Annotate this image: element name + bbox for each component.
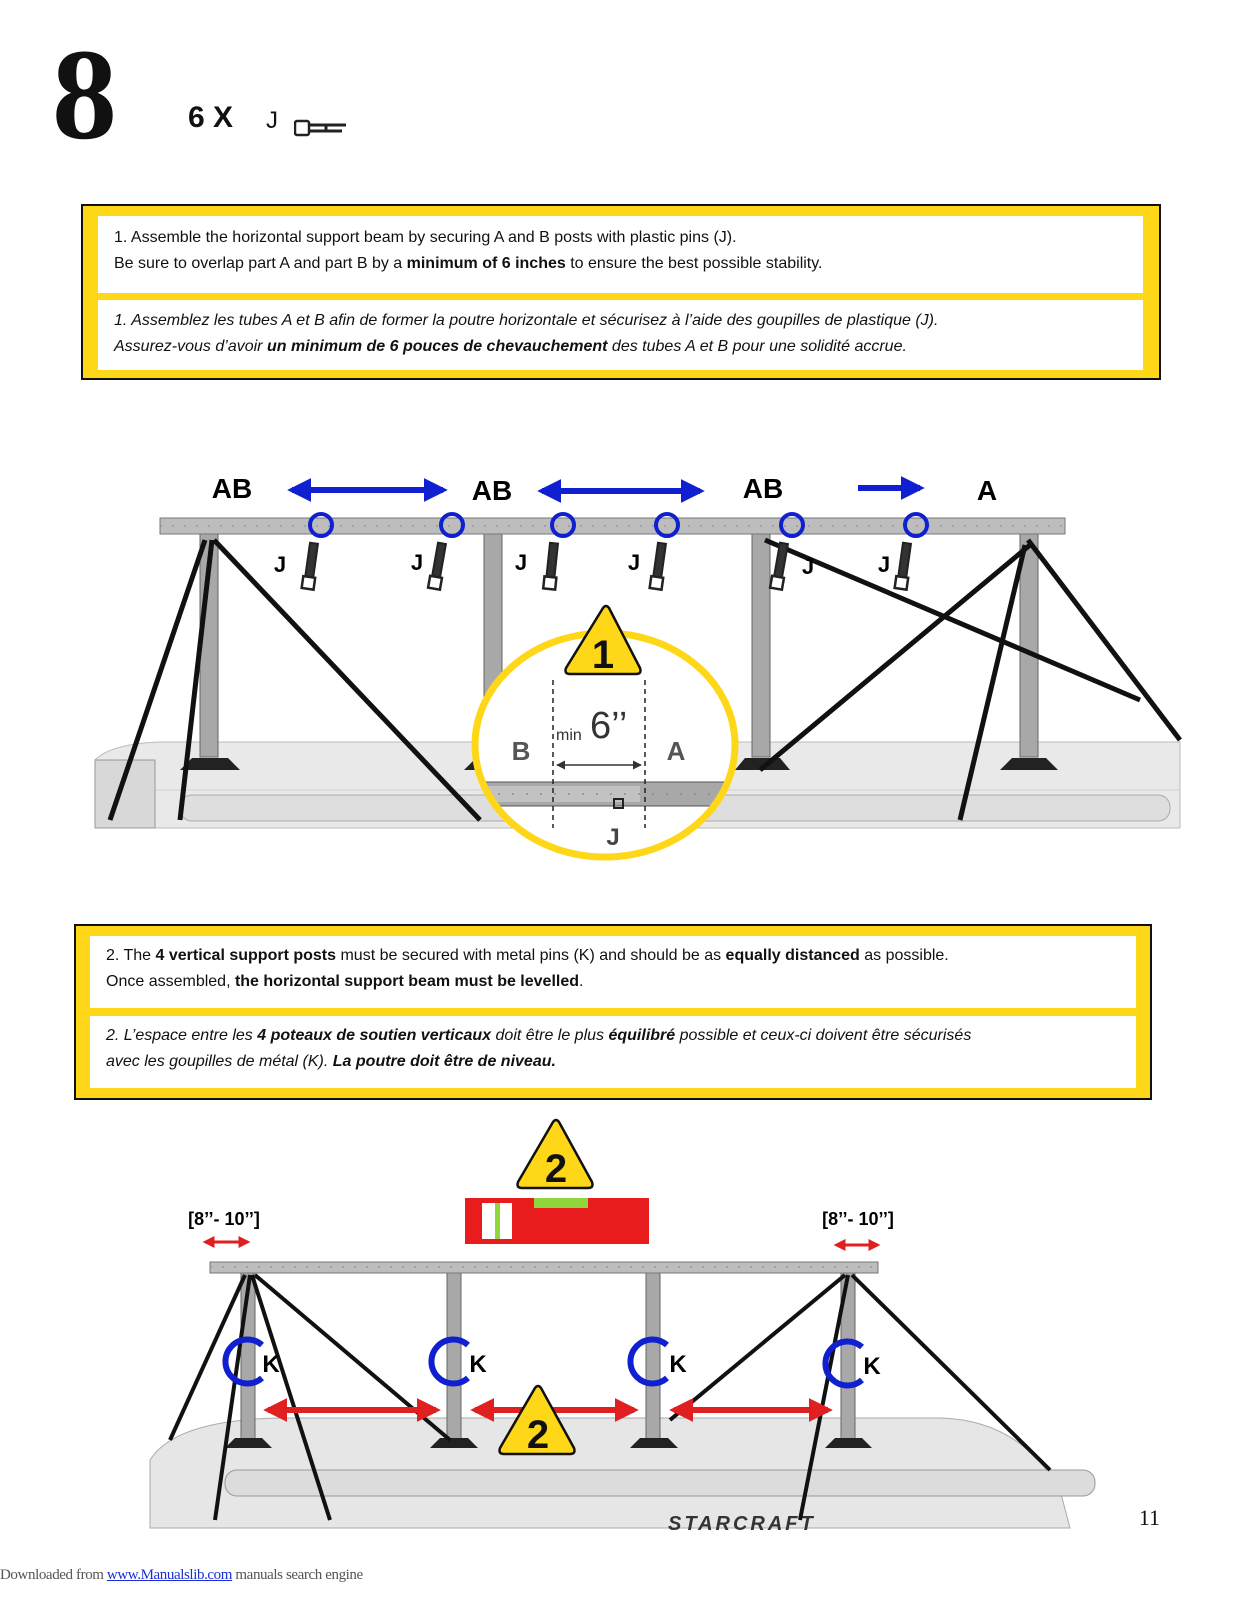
pin-hole-circles <box>308 512 929 538</box>
pin-label-k-2: K <box>469 1351 487 1378</box>
french-line-2: avec les goupilles de métal (K). La pout… <box>106 1053 556 1070</box>
metal-pin-circle-4 <box>822 1338 864 1389</box>
pin-label-j-3: J <box>515 550 527 575</box>
french-note-2: 2. L’espace entre les 4 poteaux de souti… <box>90 1016 1136 1088</box>
footer-prefix: Downloaded from <box>0 1567 107 1583</box>
zoom-label-b: B <box>512 736 531 766</box>
plastic-pin-icon <box>893 541 913 592</box>
horizontal-beam <box>209 1261 879 1274</box>
pin-label-j-1: J <box>274 552 286 577</box>
plastic-pin-icon <box>768 541 790 592</box>
pin-label-k-3: K <box>669 1351 687 1378</box>
left-range-label: [8’’- 10’’] <box>188 1209 260 1229</box>
svg-text:2: 2 <box>527 1413 549 1457</box>
metal-pin-markers <box>222 1336 864 1389</box>
plastic-pin-icon <box>541 541 560 591</box>
pin-hole-3 <box>550 512 576 538</box>
pin-label-k-4: K <box>863 1353 881 1380</box>
metal-pin-circle-1 <box>222 1336 264 1387</box>
svg-text:2: 2 <box>545 1147 567 1191</box>
rv-body: STARCRAFT <box>149 1417 1096 1530</box>
pin-label-k-1: K <box>262 1351 280 1378</box>
spirit-level-icon <box>465 1198 649 1244</box>
svg-text:1: 1 <box>592 633 614 677</box>
pin-hole-1 <box>308 512 334 538</box>
post-feet <box>225 1438 872 1448</box>
english-line-2: Be sure to overlap part A and part B by … <box>114 255 823 272</box>
horizontal-beam <box>159 517 1066 535</box>
step-number: 8 <box>52 23 117 167</box>
pin-label-j-5: J <box>802 554 814 579</box>
pin-label-j-4: J <box>628 550 640 575</box>
french-line-2: Assurez-vous d’avoir un minimum de 6 pou… <box>114 338 907 355</box>
zoom-min-prefix: min <box>556 727 582 744</box>
zoom-min-value: 6’’ <box>590 705 627 747</box>
tie-down-straps <box>107 537 1182 822</box>
overlap-zoom-detail: B A min 6’’ J <box>471 629 739 861</box>
pin-hole-4 <box>654 512 680 538</box>
zoom-label-j: J <box>606 824 619 851</box>
vertical-posts <box>240 1271 856 1441</box>
french-line-1: 1. Assemblez les tubes A et B afin de fo… <box>114 312 939 329</box>
post-spacing-figure: STARCRAFT 2 [8’’- 10’’] [ <box>149 1118 1096 1530</box>
step-badge-2-top: 2 <box>516 1118 594 1191</box>
zoom-pin-icon <box>613 798 624 809</box>
segment-label-2: AB <box>472 475 512 506</box>
metal-pin-circle-3 <box>627 1336 669 1387</box>
plastic-pin-icon <box>294 119 346 137</box>
manualslib-link[interactable]: www.Manualslib.com <box>106 1567 233 1583</box>
pin-label-j-6: J <box>878 552 890 577</box>
pin-hole-5 <box>779 512 805 538</box>
french-line-1: 2. L’espace entre les 4 poteaux de souti… <box>106 1027 972 1044</box>
pin-label-j-2: J <box>411 550 423 575</box>
beam-assembly-figure: AB AB AB A J J J J J J <box>94 473 1182 861</box>
tie-down-straps <box>168 1273 1052 1521</box>
plastic-pin-icon <box>426 541 448 592</box>
english-note-2: 2. The 4 vertical support posts must be … <box>90 936 1136 1008</box>
vertical-posts <box>199 531 1039 758</box>
pin-hole-2 <box>439 512 465 538</box>
segment-label-1: AB <box>212 473 252 504</box>
english-line-1: 1. Assemble the horizontal support beam … <box>114 229 737 246</box>
plastic-pin-icon <box>300 541 320 592</box>
footer: Downloaded from www.Manualslib.com manua… <box>0 1567 363 1584</box>
english-note-1: 1. Assemble the horizontal support beam … <box>98 216 1143 293</box>
plastic-pin-icon <box>648 541 668 592</box>
english-line-1: 2. The 4 vertical support posts must be … <box>106 947 949 964</box>
instruction-box-2: 2. The 4 vertical support posts must be … <box>74 924 1152 1100</box>
page-number: 11 <box>1138 1505 1160 1530</box>
plastic-pins <box>300 541 913 592</box>
step-badge-2-bottom: 2 <box>498 1384 576 1457</box>
pin-hole-6 <box>903 512 929 538</box>
footer-suffix: manuals search engine <box>232 1567 363 1583</box>
english-line-2: Once assembled, the horizontal support b… <box>106 973 584 990</box>
segment-label-4: A <box>977 475 997 506</box>
segment-label-3: AB <box>743 473 783 504</box>
metal-pin-circle-2 <box>428 1336 470 1387</box>
part-letter: J <box>266 107 278 134</box>
rv-brand: STARCRAFT <box>668 1513 816 1530</box>
french-note-1: 1. Assemblez les tubes A et B afin de fo… <box>98 300 1143 370</box>
zoom-label-a: A <box>667 736 686 766</box>
instruction-box-1: 1. Assemble the horizontal support beam … <box>81 204 1161 380</box>
right-range-label: [8’’- 10’’] <box>822 1209 894 1229</box>
quantity-label: 6 X <box>188 101 234 134</box>
step-badge-1: 1 <box>564 604 642 677</box>
